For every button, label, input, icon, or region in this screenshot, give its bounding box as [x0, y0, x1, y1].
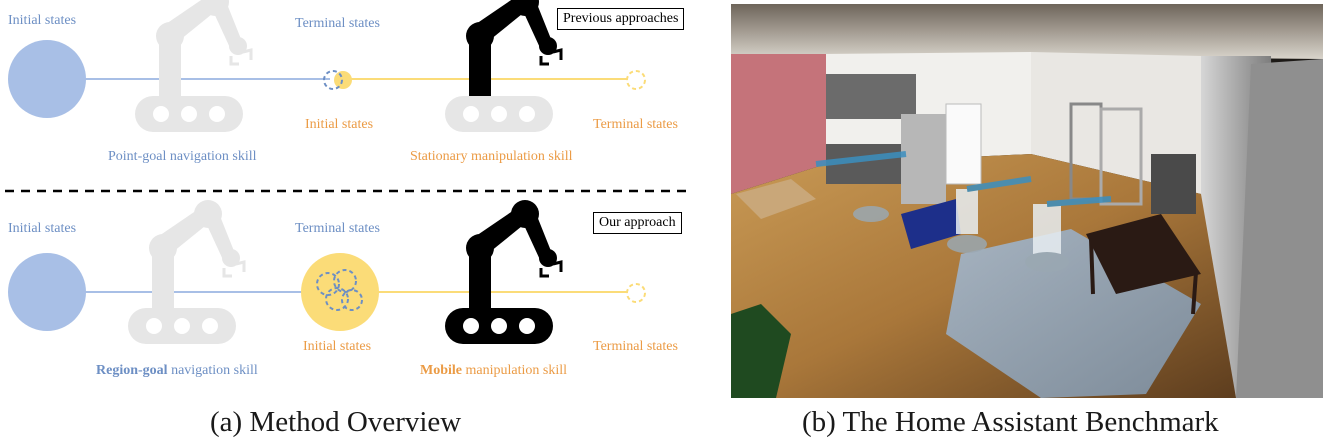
- robot-base: [1025, 252, 1069, 272]
- manip-skill-rest: manipulation skill: [462, 363, 568, 378]
- terminal-state-dashed-icon: [333, 269, 357, 293]
- caption-b: (b) The Home Assistant Benchmark: [802, 406, 1219, 438]
- initial-states-label: Initial states: [8, 13, 77, 28]
- manip-skill-label: Stationary manipulation skill: [410, 149, 573, 164]
- terminal-states-label: Terminal states: [593, 117, 678, 132]
- our-approach-box: Our approach: [593, 212, 682, 234]
- terminal-states-label: Terminal states: [295, 221, 380, 236]
- table-leg: [1089, 238, 1095, 295]
- nav-skill-label: Region-goal navigation skill: [96, 364, 258, 378]
- method-overview-graphics: [5, 0, 688, 346]
- gray-robot-icon: [133, 0, 253, 134]
- door: [945, 103, 982, 185]
- robot-group: [815, 151, 1112, 272]
- blue-cabinet: [901, 199, 961, 249]
- terminal-state-dashed-icon: [316, 272, 340, 296]
- terminal-state-dashed-icon: [341, 289, 363, 311]
- initial-states-circle: [8, 253, 86, 331]
- shelf-unit: [1099, 107, 1143, 206]
- plant: [731, 304, 791, 398]
- robot-body: [956, 189, 978, 234]
- terminal-state-dashed-icon: [626, 283, 646, 303]
- manip-skill-bold: Mobile: [420, 363, 462, 378]
- terminal-state-dashed-icon: [323, 70, 343, 90]
- right-wall-panel: [1236, 59, 1323, 398]
- previous-approaches-box: Previous approaches: [557, 8, 685, 30]
- fridge: [901, 114, 946, 204]
- gray-robot-icon: [126, 198, 246, 346]
- wall-cabinets: [826, 74, 916, 119]
- manip-skill-label: Mobile manipulation skill: [420, 364, 567, 378]
- pink-wall: [731, 54, 826, 194]
- robot-body: [1033, 204, 1061, 254]
- robot-base: [947, 235, 987, 253]
- stationary-robot-icon: [443, 0, 563, 134]
- initial-states-circle: [8, 40, 86, 118]
- robot-arm: [966, 176, 1032, 192]
- home-scene-render: [731, 4, 1323, 398]
- robot-base: [853, 206, 889, 222]
- terminal-state-dashed-icon: [626, 70, 646, 90]
- nav-skill-rest: navigation skill: [167, 363, 258, 378]
- region-goal-circle: [301, 253, 379, 331]
- initial-states-label: Initial states: [305, 117, 374, 132]
- nav-skill-bold: Region-goal: [96, 363, 168, 378]
- initial-states-label: Initial states: [303, 339, 372, 354]
- nav-skill-label: Point-goal navigation skill: [108, 149, 257, 164]
- terminal-states-label: Terminal states: [295, 16, 380, 31]
- dining-table: [1086, 214, 1201, 294]
- initial-states-label: Initial states: [8, 221, 77, 236]
- terminal-states-label: Terminal states: [593, 339, 678, 354]
- mobile-robot-icon: [443, 198, 563, 346]
- caption-a: (a) Method Overview: [210, 406, 462, 438]
- terminal-state-dashed-icon: [325, 287, 349, 311]
- side-table: [736, 179, 816, 219]
- table-leg: [1191, 271, 1198, 315]
- robot-arm: [1046, 196, 1112, 207]
- ceiling: [731, 4, 1323, 59]
- robot-arm: [815, 151, 907, 167]
- dresser: [1151, 154, 1196, 214]
